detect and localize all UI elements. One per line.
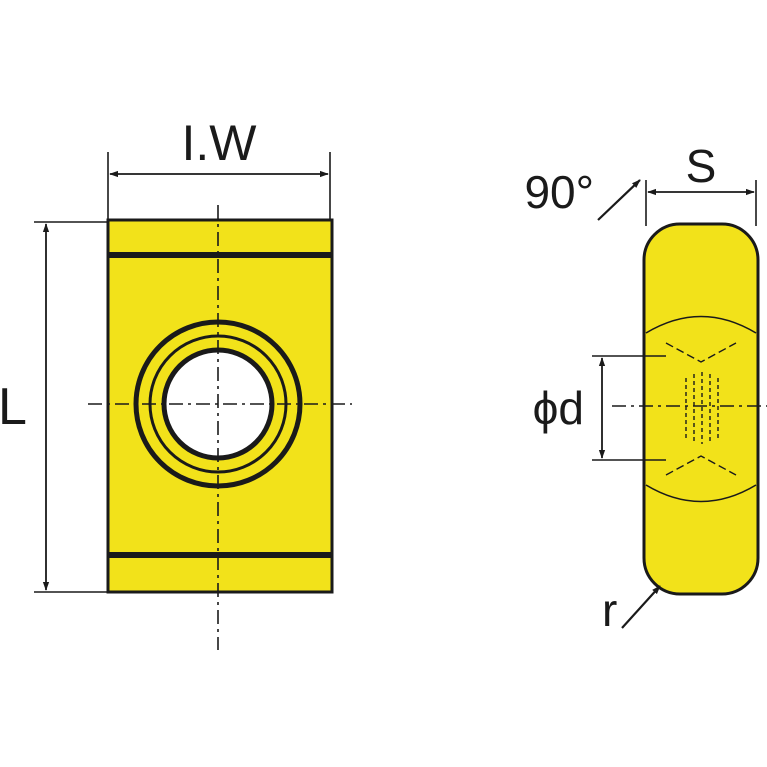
- front-view: I.W L: [0, 115, 352, 650]
- chip-breaker-upper-arc: [645, 315, 757, 334]
- chip-breaker-lower-arc: [645, 484, 757, 503]
- chip-breaker-upper-v: [665, 342, 737, 363]
- thickness-label: S: [686, 140, 717, 192]
- angle-label: 90°: [524, 166, 594, 218]
- length-label: L: [0, 378, 27, 436]
- chip-breaker-lower-v: [665, 455, 737, 476]
- insert-body-side: [642, 222, 760, 596]
- diameter-label: ϕd: [533, 382, 584, 434]
- radius-label: r: [602, 584, 617, 636]
- side-view: ϕd S 90° r: [524, 140, 767, 636]
- angle-leader: [597, 179, 641, 221]
- hidden-hole-lines: [685, 372, 719, 444]
- width-label: I.W: [182, 115, 258, 171]
- radius-leader: [621, 585, 661, 629]
